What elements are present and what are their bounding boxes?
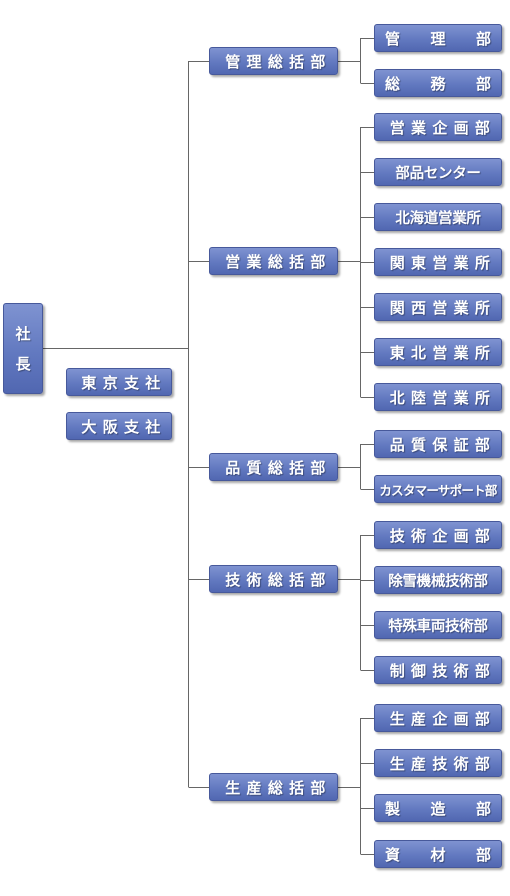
department-label: 特殊車両技術部	[388, 618, 488, 635]
department-label-char: 製	[385, 799, 401, 818]
department-label-char: 造	[430, 799, 446, 818]
department-label: 品質保証部	[389, 435, 497, 454]
department-label: 技術企画部	[389, 526, 497, 545]
department-box: 品質保証部	[374, 430, 502, 458]
department-label-char: 資	[385, 845, 401, 864]
division-label: 生産総括部	[225, 778, 332, 797]
department-label: 営業企画部	[389, 118, 497, 137]
department-box: 製 造 部	[374, 794, 502, 822]
division-box-production: 生産総括部	[209, 773, 338, 801]
department-label-char: 理	[430, 29, 446, 48]
department-box: 特殊車両技術部	[374, 611, 502, 639]
division-box-quality: 品質総括部	[209, 453, 338, 481]
department-label-char: 管	[385, 29, 401, 48]
division-box-administration: 管理総括部	[209, 47, 338, 75]
division-box-engineering: 技術総括部	[209, 565, 338, 593]
department-box: 生産企画部	[374, 704, 502, 732]
department-box: 関西営業所	[374, 293, 502, 321]
department-label: 関東営業所	[389, 253, 497, 272]
department-label: 関西営業所	[389, 298, 497, 317]
department-label-char: 総	[385, 74, 401, 93]
department-box: 営業企画部	[374, 113, 502, 141]
department-label: 部品センター	[395, 165, 481, 182]
department-label: 制御技術部	[389, 661, 497, 680]
department-box: 資 材 部	[374, 840, 502, 868]
branch-label: 東京支社	[81, 373, 167, 392]
department-box: 東北営業所	[374, 338, 502, 366]
department-label-char: 部	[475, 845, 491, 864]
branch-box-osaka: 大阪支社	[66, 412, 172, 440]
division-label: 管理総括部	[225, 52, 332, 71]
division-label: 技術総括部	[225, 570, 332, 589]
department-box: 総 務 部	[374, 69, 502, 97]
department-label-char: 部	[475, 74, 491, 93]
department-box: 制御技術部	[374, 656, 502, 684]
department-label-char: 務	[430, 74, 446, 93]
division-label: 品質総括部	[225, 458, 332, 477]
department-box: 除雪機械技術部	[374, 566, 502, 594]
department-label-char: 材	[430, 845, 446, 864]
division-box-sales: 営業総括部	[209, 247, 338, 275]
president-label-char: 長	[15, 354, 31, 373]
department-box: 管 理 部	[374, 24, 502, 52]
department-box: 北海道営業所	[374, 203, 502, 231]
division-label: 営業総括部	[225, 252, 332, 271]
branch-label: 大阪支社	[81, 417, 167, 436]
branch-box-tokyo: 東京支社	[66, 368, 172, 396]
department-label: カスタマーサポート部	[379, 482, 497, 498]
department-label: 除雪機械技術部	[388, 573, 488, 590]
department-box: 関東営業所	[374, 248, 502, 276]
department-label-char: 部	[475, 799, 491, 818]
department-label: 北海道営業所	[395, 210, 481, 227]
department-label: 生産技術部	[389, 754, 497, 773]
department-box: 生産技術部	[374, 749, 502, 777]
department-label: 北陸営業所	[389, 388, 497, 407]
department-box: カスタマーサポート部	[374, 475, 502, 503]
president-box: 社 長	[3, 303, 43, 394]
department-box: 北陸営業所	[374, 383, 502, 411]
department-label-char: 部	[475, 29, 491, 48]
department-label: 東北営業所	[389, 343, 497, 362]
department-label: 生産企画部	[389, 709, 497, 728]
department-box: 技術企画部	[374, 521, 502, 549]
department-box: 部品センター	[374, 158, 502, 186]
president-label-char: 社	[15, 324, 31, 343]
